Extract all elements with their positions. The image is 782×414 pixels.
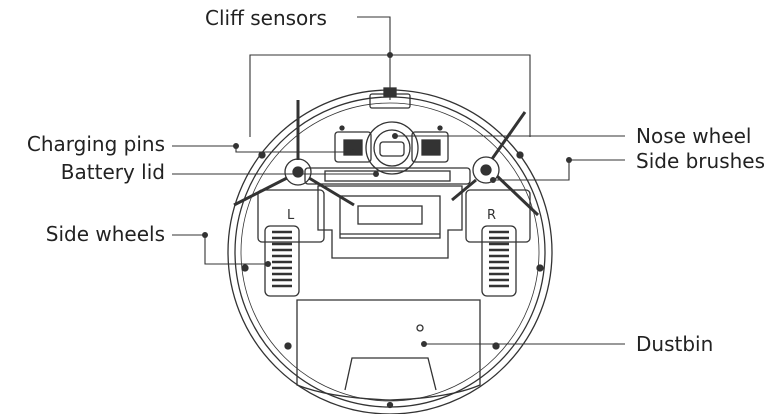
dustbin-handle (344, 357, 437, 391)
label-battery-lid: Battery lid (60, 160, 165, 184)
dustbin (296, 299, 481, 401)
label-nose-wheel: Nose wheel (636, 124, 752, 148)
label-side-brushes: Side brushes (636, 149, 766, 173)
label-charging-pins: Charging pins (26, 132, 165, 156)
main-brush-housing (317, 185, 463, 259)
robot-body-inner-rim (240, 102, 540, 402)
right-side-wheel (481, 225, 517, 297)
battery-lid (304, 167, 471, 185)
leader-side-wheels (172, 234, 268, 265)
right-wheel-mark: R (487, 208, 496, 223)
left-wheel-mark: L (287, 208, 295, 223)
charging-pin-right (411, 131, 449, 163)
robot-body-outline (227, 89, 553, 414)
charging-pin-left (334, 131, 372, 163)
label-side-wheels: Side wheels (45, 222, 165, 246)
leader-side-brushes (493, 159, 625, 181)
robot-body-rim (234, 96, 546, 408)
nose-wheel (365, 121, 419, 175)
left-wheel-module (257, 189, 325, 243)
left-side-brush (233, 100, 355, 207)
label-cliff-sensors: Cliff sensors (205, 6, 327, 30)
leader-dots (202, 52, 572, 347)
left-wheel-tread (272, 230, 292, 288)
label-dustbin: Dustbin (636, 332, 714, 356)
leader-cliff-sensors (357, 16, 391, 55)
left-side-wheel (264, 225, 300, 297)
right-wheel-tread (489, 230, 509, 288)
right-wheel-module (465, 189, 531, 243)
